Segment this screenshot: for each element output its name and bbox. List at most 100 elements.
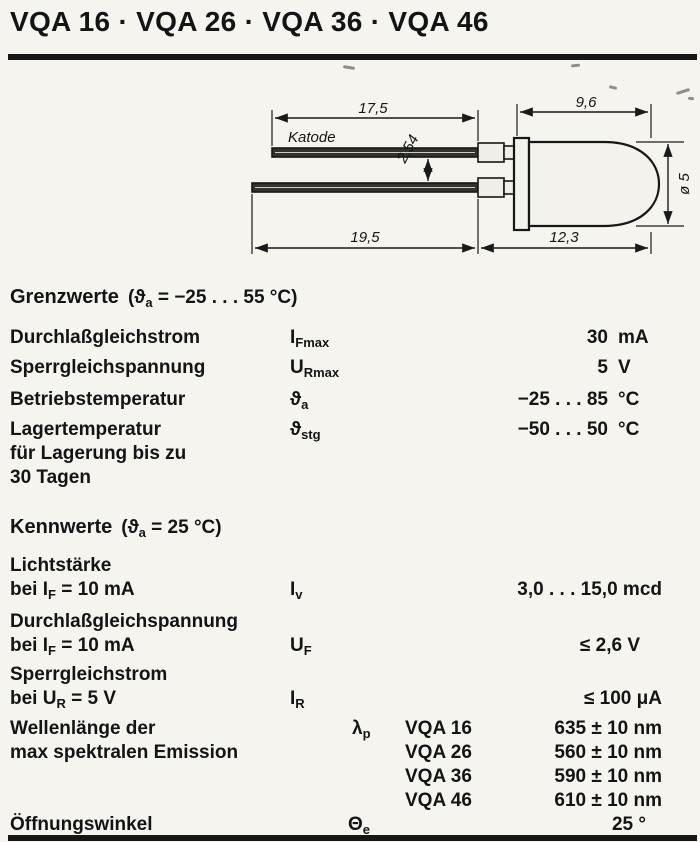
symbol-main: U bbox=[290, 357, 304, 378]
value-number: 5 bbox=[597, 357, 608, 378]
condition-text: (ϑ bbox=[127, 287, 146, 308]
symbol-main: λ bbox=[352, 718, 363, 739]
row-symbol: Iv bbox=[290, 578, 405, 606]
dim-body-bottom-label: 12,3 bbox=[549, 229, 579, 246]
symbol-subscript: stg bbox=[301, 427, 321, 442]
table-row-wellenlaenge-line3: VQA 36 590 ± 10 nm bbox=[10, 765, 662, 788]
condition-text: bei bbox=[10, 688, 43, 709]
row-label-continued: max spektralen Emission bbox=[10, 742, 239, 763]
symbol-subscript: a bbox=[301, 397, 309, 412]
row-label: Öffnungswinkel bbox=[10, 814, 153, 835]
table-row-wellenlaenge-line1: Wellenlänge der λp VQA 16 635 ± 10 nm bbox=[10, 717, 662, 745]
value-number: −25 . . . 85 bbox=[517, 389, 608, 410]
condition-text: = −25 . . . 55 °C) bbox=[152, 287, 298, 308]
variant-value: 635 ± 10 nm bbox=[505, 717, 662, 740]
variant-name: VQA 46 bbox=[405, 790, 472, 811]
extension-lines bbox=[251, 104, 684, 254]
table-row-wellenlaenge-line4: VQA 46 610 ± 10 nm bbox=[10, 789, 662, 812]
value-number: ≤ 2,6 V bbox=[579, 635, 640, 656]
value-number: ≤ 100 μA bbox=[583, 688, 662, 709]
header-rule bbox=[8, 54, 697, 60]
table-row-sperrgleichstrom-line2: bei UR = 5 V IR ≤ 100 μA bbox=[10, 687, 662, 715]
condition-text: bei bbox=[10, 635, 43, 656]
value-number: 3,0 . . . 15,0 mcd bbox=[517, 579, 662, 600]
dim-diameter-label: ø 5 bbox=[676, 173, 693, 195]
table-row-lichtstaerke-line2: bei IF = 10 mA Iv 3,0 . . . 15,0 mcd bbox=[10, 578, 662, 606]
variant-name: VQA 26 bbox=[405, 742, 472, 763]
row-label-continued: für Lagerung bis zu bbox=[10, 443, 187, 464]
scan-speck bbox=[342, 64, 356, 71]
row-symbol: ϑa bbox=[290, 388, 405, 416]
table-row-betriebstemperatur: Betriebstemperatur ϑa −25 . . . 85°C bbox=[10, 388, 662, 416]
row-symbol: λp bbox=[290, 717, 405, 745]
page-title: VQA 16 · VQA 26 · VQA 36 · VQA 46 bbox=[10, 6, 489, 37]
table-row-wellenlaenge-line2: max spektralen Emission VQA 26 560 ± 10 … bbox=[10, 741, 662, 764]
variant-value: 590 ± 10 nm bbox=[505, 765, 662, 788]
grenzwerte-heading: Grenzwerte (ϑa = −25 . . . 55 °C) bbox=[10, 286, 297, 310]
row-condition: bei IF = 10 mA bbox=[10, 634, 290, 662]
symbol-main: I bbox=[290, 688, 296, 709]
row-symbol: IR bbox=[290, 687, 405, 715]
symbol-main: I bbox=[290, 327, 296, 348]
row-label: Wellenlänge der bbox=[10, 718, 156, 739]
leads bbox=[251, 142, 517, 198]
dim-lead-bottom-label: 19,5 bbox=[350, 229, 380, 246]
symbol-subscript: R bbox=[295, 696, 305, 711]
variant-value: 610 ± 10 nm bbox=[505, 789, 662, 812]
value-number: 25 ° bbox=[611, 814, 646, 835]
table-row-lichtstaerke-line1: Lichtstärke bbox=[10, 554, 662, 577]
symbol-subscript: e bbox=[362, 822, 371, 837]
condition-symbol: U bbox=[42, 688, 57, 709]
condition-text: = 5 V bbox=[65, 688, 117, 709]
symbol-main: ϑ bbox=[290, 419, 302, 440]
katode-label: Katode bbox=[288, 129, 336, 146]
table-row-lagertemperatur-line2: für Lagerung bis zu bbox=[10, 442, 662, 465]
row-symbol: ϑstg bbox=[290, 418, 405, 446]
symbol-subscript: F bbox=[303, 643, 312, 658]
symbol-subscript: p bbox=[362, 726, 371, 741]
row-symbol: UF bbox=[290, 634, 405, 662]
kennwerte-condition: (ϑa = 25 °C) bbox=[121, 517, 221, 540]
value-number: 590 ± 10 nm bbox=[554, 766, 662, 787]
dimension-lines bbox=[255, 107, 673, 253]
row-label: Durchlaßgleichstrom bbox=[10, 327, 201, 348]
row-condition: bei UR = 5 V bbox=[10, 687, 290, 715]
row-label: Lagertemperatur bbox=[10, 419, 161, 440]
symbol-main: I bbox=[290, 579, 296, 600]
scan-speck bbox=[570, 63, 581, 68]
row-label: Sperrgleichstrom bbox=[10, 664, 168, 685]
symbol-main: Θ bbox=[348, 814, 363, 835]
row-symbol: Θe bbox=[290, 813, 405, 841]
grenzwerte-title: Grenzwerte bbox=[10, 286, 119, 308]
value-unit: mA bbox=[618, 327, 649, 348]
variant-name: VQA 36 bbox=[405, 766, 472, 787]
row-symbol: URmax bbox=[290, 356, 405, 384]
condition-text: = 10 mA bbox=[55, 635, 135, 656]
symbol-main: ϑ bbox=[290, 389, 302, 410]
row-label: Sperrgleichspannung bbox=[10, 357, 206, 378]
led-flange bbox=[512, 136, 531, 232]
condition-symbol: I bbox=[42, 579, 49, 600]
value-unit: °C bbox=[618, 389, 640, 410]
led-dome bbox=[527, 140, 661, 228]
grenzwerte-condition: (ϑa = −25 . . . 55 °C) bbox=[127, 287, 298, 310]
row-value: ≤ 100 μA bbox=[405, 687, 662, 710]
symbol-main: U bbox=[290, 635, 304, 656]
row-value: 3,0 . . . 15,0 mcd bbox=[405, 578, 662, 601]
variant-name: VQA 16 bbox=[405, 718, 472, 739]
condition-text: = 10 mA bbox=[55, 579, 135, 600]
table-row-durchlassgleichspannung-line2: bei IF = 10 mA UF ≤ 2,6 V bbox=[10, 634, 662, 662]
row-value: 25 ° bbox=[405, 813, 662, 836]
value-number: −50 . . . 50 bbox=[517, 419, 608, 440]
condition-subscript: F bbox=[48, 587, 56, 602]
condition-text: bei bbox=[10, 579, 43, 600]
symbol-subscript: Fmax bbox=[295, 335, 330, 350]
row-label-continued: 30 Tagen bbox=[10, 467, 91, 488]
table-row-oeffnungswinkel: Öffnungswinkel Θe 25 ° bbox=[10, 813, 662, 841]
condition-symbol: I bbox=[42, 635, 49, 656]
row-label: Durchlaßgleichspannung bbox=[10, 611, 239, 632]
